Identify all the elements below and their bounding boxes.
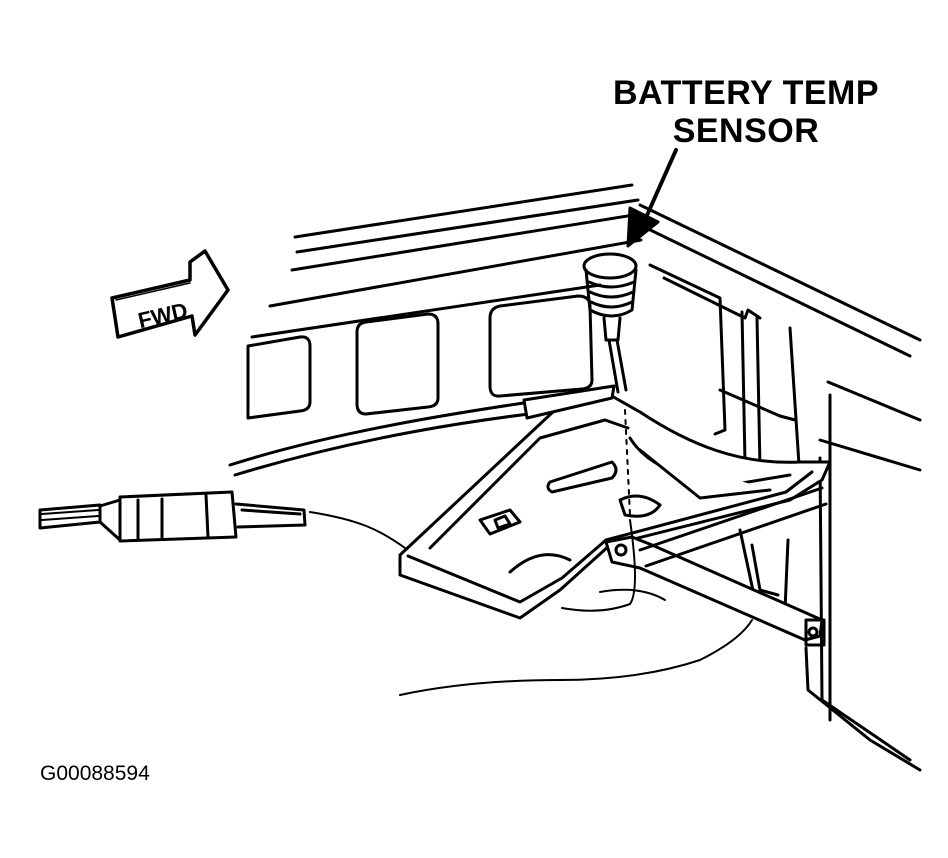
callout-arrow xyxy=(626,148,678,248)
fwd-label: FWD xyxy=(136,298,190,334)
temp-sensor xyxy=(582,252,638,516)
inner-wall xyxy=(648,263,922,772)
harness-connector xyxy=(38,490,406,549)
battery-tray xyxy=(398,384,832,620)
fwd-arrow xyxy=(110,249,230,339)
wire-routes xyxy=(399,519,753,696)
tray-support-brace xyxy=(604,486,828,647)
callout-line-2: SENSOR xyxy=(672,112,820,150)
callout-line-1: BATTERY TEMP xyxy=(612,74,880,112)
figure-id: G00088594 xyxy=(40,762,150,785)
callout-battery-temp-sensor: BATTERY TEMP SENSOR xyxy=(596,74,896,150)
